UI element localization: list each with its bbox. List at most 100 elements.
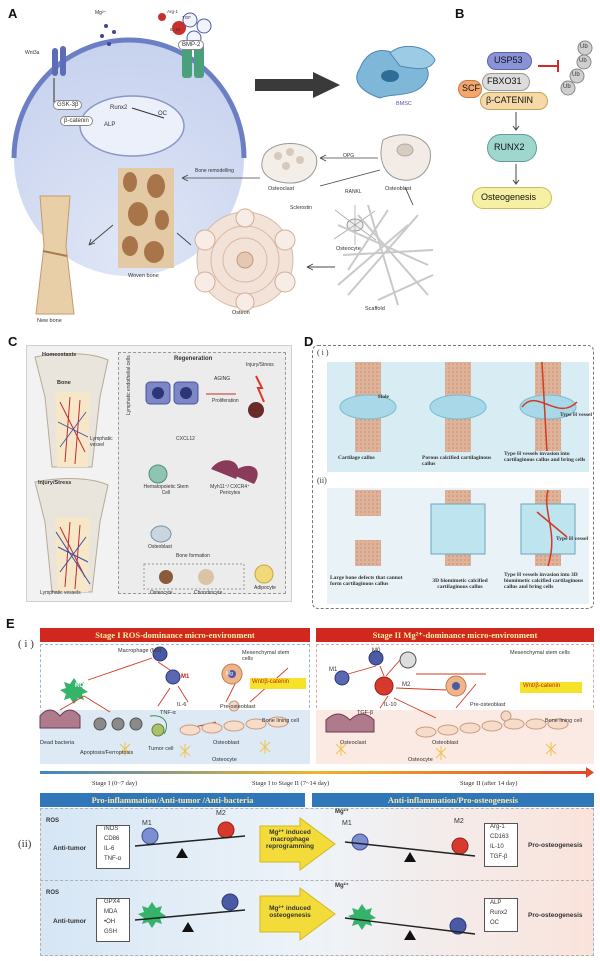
osteocyte-label-left: Osteocyte [212,757,237,763]
panel-a-arrows-2 [88,186,414,271]
m2b-label: M2 [454,818,464,825]
osteocyte-label-right: Osteocyte [408,757,433,763]
tgf-label: TGF [182,15,191,20]
reprogramming-text: Mg²⁺ induced macrophage reprogramming [265,829,315,850]
m0-label-right: M0 [372,648,381,654]
ros-up-label-2: ROS [46,890,60,896]
injury-stress-label-2: Injury/Stress [246,362,274,368]
adipocyte-label: Adipocyte [254,585,276,591]
rankl-label: RANKL [345,189,362,195]
ubiquitin-chain-icon [538,40,593,96]
panel-d-frame [312,345,594,609]
tnf-label: TNF-α [160,710,176,716]
regeneration-label: Regeneration [174,356,213,362]
proliferation-label: Proliferation [212,398,239,404]
osteoblast-c-label: Osteoblast [148,544,172,550]
timeline-transition: Stage I to Stage II (7~14 day) [252,780,330,787]
timeline-bar [40,767,594,778]
new-bone-illustration [35,195,75,315]
ros-up-label-1: ROS [46,818,60,824]
panel-c-label: C [8,334,18,349]
m2-label-ii: M2 [216,810,226,817]
big-arrow-icon [255,72,340,98]
osteogenesis-node: Osteogenesis [481,192,537,202]
pre-osteoblast-label-left: Pre-osteoblast [220,704,256,710]
bone-label: Bone [57,380,71,386]
bone-lining-label-left: Bone lining cell [262,718,299,724]
gsk3b-label: GSK-3β [53,100,83,110]
scaffold-illustration [337,204,434,306]
m2-label-right: M2 [402,682,411,688]
type-h-vessel-label-1: Type H vessel [560,412,592,418]
scf-label: SCF [462,83,480,93]
wnt-label-left: Wnt/β-catenin [252,679,290,685]
panel-a-arrows [181,154,381,187]
osteoclast-label-right: Osteoclast [340,740,366,746]
mg-ion-label: Mg²⁺ [95,10,107,16]
callus-illustrations [339,361,578,567]
m1-label-ii: M1 [142,820,152,827]
arg1-label: Arg-1 [167,9,179,14]
anti-tumor-label-2: Anti-tumor [53,918,87,925]
marker-inos: iNOS [104,826,119,832]
mg-up-label-1: Mg²⁺ [335,809,349,815]
marker-runx2: Runx2 [490,910,508,916]
stage2-banner: Stage II Mg²⁺-dominance micro-environmen… [316,628,594,642]
osteoclast-illustration [261,143,318,184]
usp53-label: USP53 [494,55,523,65]
panel-b-label: B [455,6,465,21]
lymphatic-vessel-label: Lymphatic vessel [90,436,113,448]
m1-label-right: M1 [329,667,338,673]
bmp2-label: BMP-2 [178,40,205,50]
pre-osteoblast-label-right: Pre-osteoblast [470,702,506,708]
osteoblast-illustration [380,134,431,181]
marker-oh: •OH [104,919,116,925]
panel-d-label: D [304,334,314,349]
ub-label-1: Ub [580,44,588,50]
tumor-cell-label: Tumor cell [148,746,174,752]
apoptosis-label: Apoptosis/Ferroptosis [80,750,134,756]
anti-tumor-label-1: Anti-tumor [53,845,87,852]
fbxo31-label: FBXO31 [487,76,522,86]
ub-label-3: Ub [572,72,580,78]
osteon-illustration [194,208,296,312]
timeline-stage2: Stage II (after 14 day) [460,780,518,787]
balance-3-illustration [134,887,336,941]
wnt3a-label: Wnt3a [25,50,40,56]
bone-homeostasis-illustration [34,353,109,593]
mg-label-left: Mg [226,671,233,677]
woven-bone-label: Woven bone [128,273,159,279]
pro-osteogenesis-label-2: Pro-osteogenesis [528,912,583,919]
m2-markers-box [484,823,518,867]
bone-lining-label-right: Bone lining cell [545,718,582,724]
porous-callus-label: Porous calcified cartilaginous callus [422,455,492,467]
msc-label-left: Mesenchymal stem cells [242,650,290,662]
panel-e-i-label: ( i ) [18,638,34,650]
large-defect-label: Large bone defects that cannot form cart… [330,575,403,587]
ub-label-4: Ub [563,84,571,90]
msc-label-right: Mesenchymal stem cells [510,650,570,656]
marker-arg1: Arg-1 [490,824,505,830]
osteo-markers-box [484,898,518,932]
marker-tnf: TNF-α [104,856,122,862]
bone-remodelling-label: Bone remodelling [195,168,234,174]
stage1-bone [40,710,310,764]
lec-label: Lymphatic endothelial cells [126,355,132,415]
ii-right-banner: Anti-inflammation/Pro-osteogenesis [312,793,594,807]
stage1-illustration [39,646,289,758]
cartilage-callus-label: Cartilage callus [338,455,375,461]
pericytes-label: Myh11⁺/ CXCR4⁺ Pericytes [210,484,250,496]
osteocyte-label: Osteocyte [336,246,361,252]
wnt-label-right: Wnt/β-catenin [523,683,561,689]
cxcl12-label: CXCL12 [176,436,195,442]
tgf-label-right: TGF-β [357,710,373,716]
sclerostin-label: Sclerostin [290,205,312,211]
marker-mda: MDA [104,909,118,915]
balance-4-illustration [344,904,476,940]
pro-osteogenesis-label-1: Pro-osteogenesis [528,842,583,849]
m1-markers-box [96,825,130,869]
il6-label: IL-6 [177,702,187,708]
panel-e-label: E [6,616,15,631]
chondrocyte-label: Chondrocyte [194,590,223,596]
type-h-invasion-1-label: Type H vessels invasion into cartilagino… [504,451,588,463]
